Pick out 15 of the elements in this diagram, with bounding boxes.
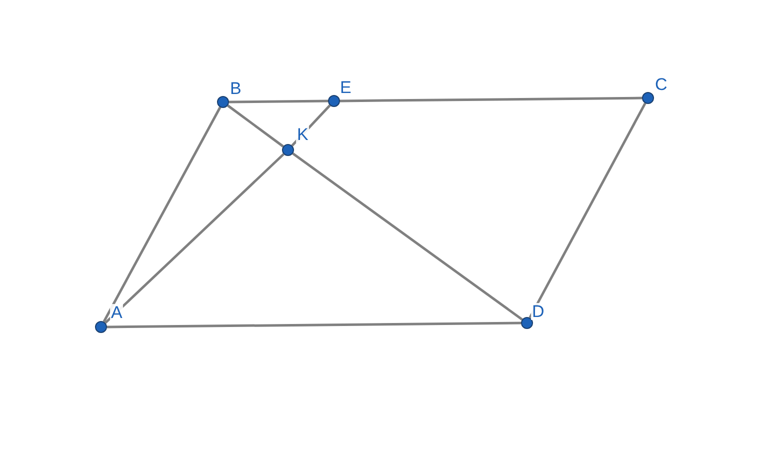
line-segment xyxy=(227,104,284,148)
point-label: K xyxy=(296,126,310,143)
point-label: B xyxy=(229,80,242,97)
line-segment xyxy=(340,96,642,102)
point-label: D xyxy=(531,303,546,320)
line-segment xyxy=(528,102,646,318)
line-segment xyxy=(106,322,522,328)
line-segment xyxy=(102,106,222,322)
point-label: A xyxy=(110,304,124,321)
line-segment xyxy=(291,104,331,146)
line-segment xyxy=(229,100,328,104)
point-label: C xyxy=(654,76,668,93)
line-segment xyxy=(104,153,284,324)
line-segment xyxy=(292,152,523,320)
point-label: E xyxy=(339,79,352,96)
